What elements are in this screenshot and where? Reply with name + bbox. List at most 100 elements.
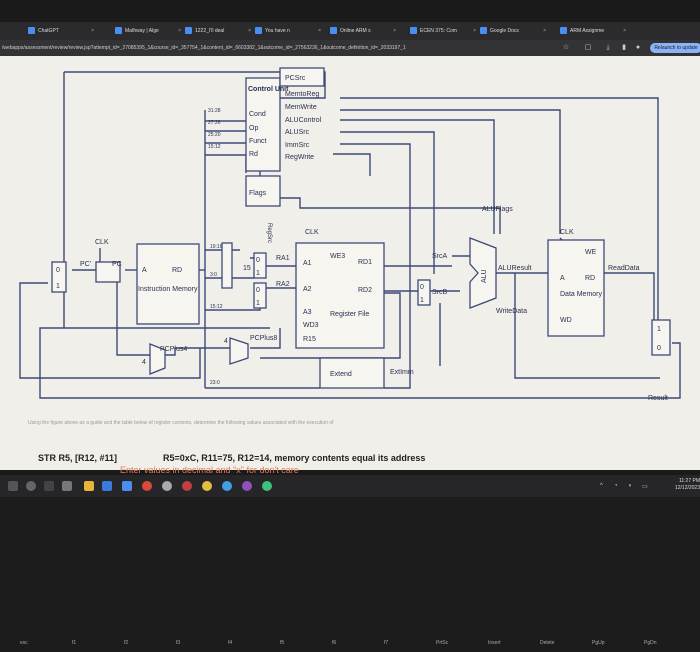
tab-close-icon[interactable]: × bbox=[178, 28, 181, 34]
keyboard-key: f5 bbox=[280, 640, 285, 646]
browser-tab[interactable]: Google Docs× bbox=[480, 25, 548, 38]
label-bits-3-0: 3:0 bbox=[210, 272, 217, 278]
tab-close-icon[interactable]: × bbox=[393, 28, 396, 34]
browser-tab[interactable]: Online ARM s × bbox=[330, 25, 398, 38]
label-four-a: 4 bbox=[142, 359, 146, 366]
tab-label: ARM Assignme bbox=[570, 28, 605, 34]
start-icon[interactable] bbox=[8, 481, 18, 491]
label-aluflags: ALUFlags bbox=[482, 206, 513, 213]
tab-close-icon[interactable]: × bbox=[248, 28, 251, 34]
browser-tab[interactable]: ECEN 375: Com× bbox=[410, 25, 478, 38]
keyboard-key: f2 bbox=[124, 640, 129, 646]
label-clk-pc: CLK bbox=[95, 239, 109, 246]
label-rd-im: RD bbox=[172, 267, 182, 274]
app-icon-1[interactable] bbox=[162, 481, 172, 491]
download-icon[interactable]: ⤓ bbox=[606, 44, 610, 51]
wifi-icon[interactable]: ◔ bbox=[614, 483, 618, 489]
tab-favicon-icon bbox=[28, 27, 35, 35]
label-alu: ALU bbox=[481, 269, 488, 283]
label-bits-15-12b: 15:12 bbox=[210, 304, 223, 310]
laptop-bezel bbox=[0, 497, 700, 652]
app-icon-4[interactable] bbox=[222, 481, 232, 491]
label-mux-ra2-1: 1 bbox=[256, 300, 260, 307]
system-clock[interactable]: 11:27 PM 12/12/2023 bbox=[666, 478, 700, 492]
label-clk-rf: CLK bbox=[305, 229, 319, 236]
label-flags: Flags bbox=[249, 190, 267, 197]
label-mux-pc-1: 1 bbox=[56, 283, 60, 290]
label-aluresult: ALUResult bbox=[498, 265, 532, 272]
star-icon[interactable]: ☆ bbox=[562, 44, 570, 51]
browser-tab[interactable]: 1222_I'll deal× bbox=[185, 25, 253, 38]
relaunch-button[interactable]: Relaunch to update bbox=[650, 43, 700, 53]
label-bits-25-20: 25:20 bbox=[208, 132, 221, 138]
battery-icon[interactable]: ▭ bbox=[642, 484, 648, 490]
chrome-icon[interactable] bbox=[142, 481, 152, 491]
browser-tab[interactable]: ARM Assignme × bbox=[560, 25, 628, 38]
browser-tab[interactable]: ChatGPT × bbox=[28, 25, 96, 38]
label-immsrc: ImmSrc bbox=[285, 142, 310, 149]
tab-close-icon[interactable]: × bbox=[543, 28, 546, 34]
question-instruction: STR R5, [R12, #11] bbox=[38, 453, 118, 463]
keyboard-key: f6 bbox=[332, 640, 337, 646]
label-register-file: Register File bbox=[330, 311, 369, 318]
tray-chevron-icon[interactable]: ^ bbox=[600, 483, 603, 489]
widgets-icon[interactable] bbox=[62, 481, 72, 491]
tab-label: You have n bbox=[265, 28, 290, 34]
tab-label: ChatGPT bbox=[38, 28, 59, 34]
label-a2: A2 bbox=[303, 286, 312, 293]
app-icon-5[interactable] bbox=[242, 481, 252, 491]
question-prompt: Enter values in decimal and "x" for don'… bbox=[120, 465, 299, 473]
label-clk-dm: CLK bbox=[560, 229, 574, 236]
tab-close-icon[interactable]: × bbox=[473, 28, 476, 34]
label-four-b: 4 bbox=[224, 338, 228, 345]
app-icon-2[interactable] bbox=[182, 481, 192, 491]
tab-favicon-icon bbox=[255, 27, 262, 35]
tab-label: Mathway | Alge bbox=[125, 28, 159, 34]
label-pc: PC bbox=[112, 261, 122, 268]
label-pcsrc: PCSrc bbox=[285, 75, 306, 82]
url-field[interactable]: /webapps/assessment/review/review.jsp?at… bbox=[2, 45, 406, 51]
label-pcplus4: PCPlus4 bbox=[160, 346, 187, 353]
keyboard-key: PgUp bbox=[592, 640, 605, 646]
label-a-dm: A bbox=[560, 275, 565, 282]
address-bar bbox=[0, 40, 700, 56]
sidepanel-icon[interactable]: ▮ bbox=[622, 44, 626, 51]
file-explorer-icon[interactable] bbox=[84, 481, 94, 491]
edge-icon[interactable] bbox=[102, 481, 112, 491]
label-bits-19-16: 19:16 bbox=[210, 244, 223, 250]
app-icon-3[interactable] bbox=[202, 481, 212, 491]
profile-icon[interactable]: ● bbox=[635, 44, 641, 51]
taskview-icon[interactable] bbox=[44, 481, 54, 491]
browser-tab[interactable]: You have n × bbox=[255, 25, 323, 38]
volume-icon[interactable]: ◖ bbox=[628, 483, 632, 489]
clock-time: 11:27 PM bbox=[678, 478, 700, 484]
label-bits-15-12: 15:12 bbox=[208, 144, 221, 150]
tab-close-icon[interactable]: × bbox=[318, 28, 321, 34]
label-mux-pc-0: 0 bbox=[56, 267, 60, 274]
search-icon[interactable] bbox=[26, 481, 36, 491]
label-instruction-memory: Instruction Memory bbox=[138, 286, 198, 293]
label-mux-srcb-0: 0 bbox=[420, 284, 424, 291]
keyboard-key: esc bbox=[20, 640, 28, 646]
label-extimm: ExtImm bbox=[390, 369, 414, 376]
store-icon[interactable] bbox=[122, 481, 132, 491]
windows-taskbar bbox=[0, 475, 700, 497]
label-wd: WD bbox=[560, 317, 572, 324]
app-icon-6[interactable] bbox=[262, 481, 272, 491]
extension-icon[interactable]: ▢ bbox=[584, 44, 592, 51]
tab-close-icon[interactable]: × bbox=[91, 28, 94, 34]
label-data-memory: Data Memory bbox=[560, 291, 603, 298]
label-readdata: ReadData bbox=[608, 265, 640, 272]
tab-favicon-icon bbox=[410, 27, 417, 35]
label-r15: R15 bbox=[303, 336, 316, 343]
label-alusrc: ALUSrc bbox=[285, 129, 310, 136]
browser-tab[interactable]: Mathway | Alge × bbox=[115, 25, 183, 38]
label-control-unit: Control Unit bbox=[248, 86, 289, 93]
label-bits-23-0: 23:0 bbox=[210, 380, 220, 386]
tab-label: Online ARM s bbox=[340, 28, 371, 34]
tab-close-icon[interactable]: × bbox=[623, 28, 626, 34]
keyboard-key: f1 bbox=[72, 640, 77, 646]
tab-favicon-icon bbox=[480, 27, 487, 35]
tab-favicon-icon bbox=[185, 27, 192, 35]
label-bits-27-26: 27:26 bbox=[208, 120, 221, 126]
